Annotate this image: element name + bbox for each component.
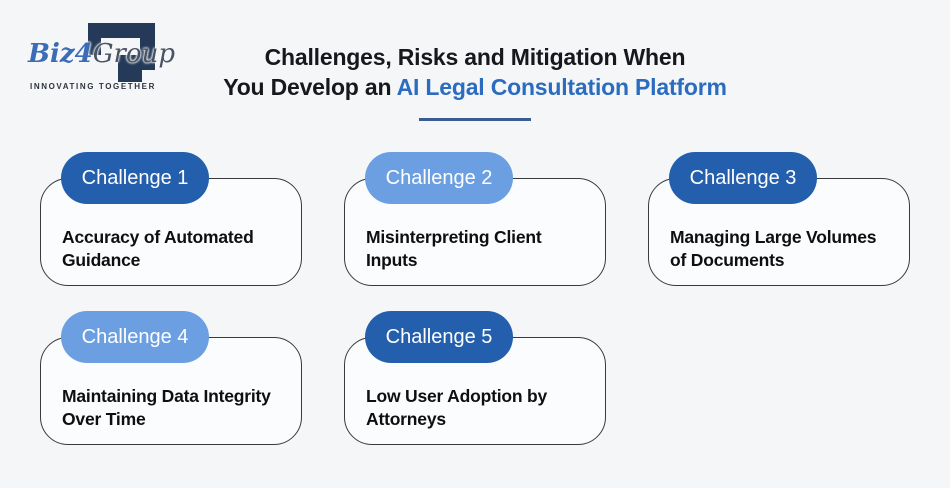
card-title: Accuracy of Automated Guidance [62, 226, 290, 271]
biz4group-logo: Biz4Group INNOVATING TOGETHER [28, 22, 175, 94]
challenge-card-grid: Challenge 1 Accuracy of Automated Guidan… [40, 152, 920, 445]
challenge-pill-4: Challenge 4 [61, 311, 209, 363]
card-title-line1: Misinterpreting Client [366, 227, 542, 247]
card-title: Low User Adoption by Attorneys [366, 385, 594, 430]
title-highlight: AI Legal Consultation Platform [396, 74, 727, 100]
logo-word-group: Group [92, 39, 175, 69]
card-title-line2: Attorneys [366, 408, 446, 429]
card-title-line2: Inputs [366, 249, 418, 270]
title-divider [419, 118, 531, 121]
square-spiral-bracket-icon [88, 23, 155, 82]
page-title-line1: Challenges, Risks and Mitigation When [264, 44, 686, 70]
challenge-pill-1: Challenge 1 [61, 152, 209, 204]
card-title-line2: Over Time [62, 408, 146, 429]
logo-tagline: INNOVATING TOGETHER [30, 82, 156, 91]
challenge-pill-3: Challenge 3 [669, 152, 817, 204]
challenge-card-1: Challenge 1 Accuracy of Automated Guidan… [40, 152, 302, 286]
logo-wordmark: Biz4Group [28, 38, 175, 70]
page-title: Challenges, Risks and Mitigation When Yo… [0, 42, 950, 102]
challenge-pill-2: Challenge 2 [365, 152, 513, 204]
card-title-line1: Accuracy of Automated [62, 227, 254, 247]
card-title-line1: Managing Large Volumes [670, 227, 877, 247]
page-title-line2: You Develop an AI Legal Consultation Pla… [0, 72, 950, 102]
card-title: Misinterpreting Client Inputs [366, 226, 594, 271]
card-title-line2: Guidance [62, 249, 141, 270]
card-title: Managing Large Volumes of Documents [670, 226, 898, 271]
card-title: Maintaining Data Integrity Over Time [62, 385, 290, 430]
challenge-card-3: Challenge 3 Managing Large Volumes of Do… [648, 152, 910, 286]
card-title-line2: of Documents [670, 249, 785, 270]
page-title-line2-prefix: You Develop an [223, 74, 397, 100]
challenge-card-4: Challenge 4 Maintaining Data Integrity O… [40, 311, 302, 445]
card-title-line1: Low User Adoption by [366, 386, 548, 406]
challenge-card-5: Challenge 5 Low User Adoption by Attorne… [344, 311, 606, 445]
challenge-card-2: Challenge 2 Misinterpreting Client Input… [344, 152, 606, 286]
logo-word-biz: Biz [28, 39, 75, 69]
card-title-line1: Maintaining Data Integrity [62, 386, 271, 406]
logo-word-4: 4 [74, 39, 93, 69]
challenge-pill-5: Challenge 5 [365, 311, 513, 363]
